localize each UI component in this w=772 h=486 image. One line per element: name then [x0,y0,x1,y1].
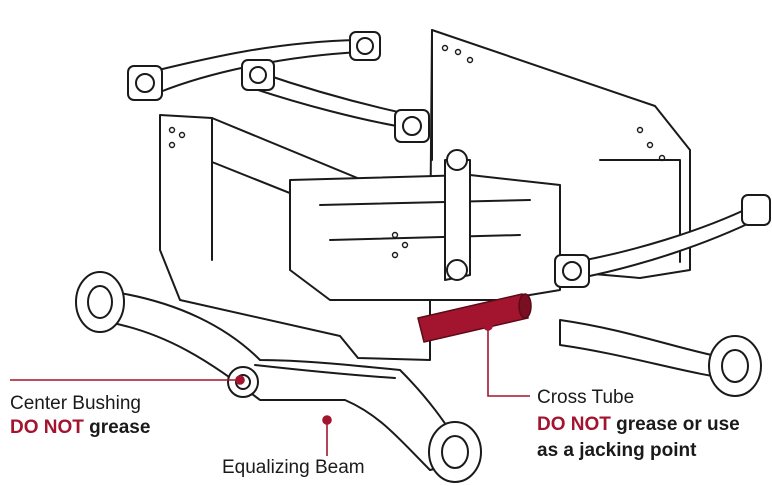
cross-tube-leader [483,321,530,397]
center-bushing-label: Center Bushing [10,393,141,414]
cross-tube [417,293,532,343]
center-bushing-leader [10,375,245,385]
equalizing-beam-leader [322,415,332,456]
beam-end-bushing-rear-right [708,335,762,397]
cross-tube-warning-line2: as a jacking point [537,440,697,461]
cross-tube-warning-rest: grease or use [610,414,740,435]
cross-tube-label: Cross Tube [537,387,635,408]
lower-torque-rod-right [554,194,771,288]
beam-end-bushing-front-right [428,421,482,483]
center-bushing-warning-rest: grease [83,417,151,438]
upper-torque-rod-left [127,31,381,101]
plate-bolt-holes [168,44,666,259]
beam-end-bushing-front-left [75,271,125,333]
cross-tube-warning-strong: DO NOT [537,414,611,435]
upper-torque-rod-center [241,59,430,143]
center-bushing-warning-strong: DO NOT [10,417,84,438]
center-bushing-warning: DO NOT grease [10,416,150,439]
shock-absorber [444,149,471,281]
cross-tube-warning: DO NOT grease or use [537,413,740,436]
equalizing-beam-label: Equalizing Beam [222,457,365,478]
saddle-assembly [289,174,561,301]
